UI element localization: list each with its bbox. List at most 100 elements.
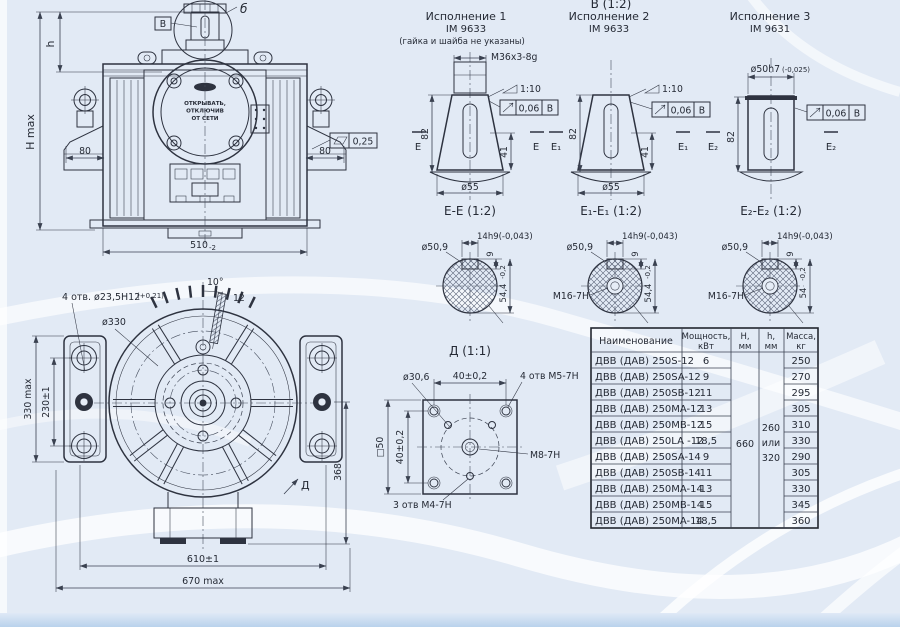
- row-mass: 295: [791, 388, 810, 399]
- brand-logo: [194, 82, 216, 92]
- row-power: 18,5: [695, 516, 717, 527]
- exec2-datum: В: [699, 106, 705, 117]
- exec2-dim82: 82: [568, 128, 579, 140]
- sec1-height-tol: -0,2: [499, 265, 507, 279]
- merged-h-value-3: 320: [762, 453, 780, 464]
- execution-3-view: Исполнение 3 IM 9631 ø50h7 (-0,025) 0,06…: [706, 10, 866, 218]
- sec3-thread: М16-7Н: [708, 291, 744, 302]
- merged-h-value-2: или: [762, 438, 780, 449]
- flatness-value: 0,25: [353, 137, 374, 148]
- flange-square: □50: [375, 437, 386, 458]
- spec-table: Наименование Мощность, кВт Н, мм h, мм М…: [590, 327, 819, 529]
- row-name: ДВВ (ДАВ) 250SA-12: [595, 372, 701, 383]
- plate-right: [299, 335, 343, 463]
- exec2-im: IM 9633: [589, 24, 629, 35]
- sec1-depth: 9: [486, 251, 496, 256]
- flange-view: Д (1:1) ø30,6 40±0,2 4 отв М5-7Н □50 40±…: [375, 344, 579, 511]
- exec1-datum: В: [547, 104, 553, 115]
- col-header-mass-2: кг: [796, 342, 806, 352]
- taper-icon: [643, 84, 660, 94]
- wheel-angle: 10°: [207, 277, 223, 288]
- exec1-taper: 1:10: [520, 84, 541, 95]
- flange-40v: 40±0,2: [395, 430, 406, 464]
- dim-80-left: 80: [79, 146, 91, 157]
- flange-title: Д (1:1): [449, 344, 491, 358]
- exec2-mark-left: E₁: [551, 142, 561, 153]
- wheel-230: 230±1: [41, 386, 52, 418]
- flange-holes3: 3 отв М4-7Н: [393, 500, 452, 511]
- sec3-depth: 9: [786, 251, 796, 256]
- wheel-view: 10° 12 4 отв.: [23, 277, 351, 592]
- sec1-height: 54,4: [499, 284, 509, 303]
- row-name: ДВВ (ДАВ) 250MB-14: [595, 500, 703, 511]
- dim-510-tol: -2: [209, 244, 216, 252]
- row-mass: 305: [791, 404, 810, 415]
- exec1-dim41: 41: [499, 146, 510, 158]
- callout-label-b: б: [240, 2, 248, 16]
- row-mass: 360: [791, 516, 810, 527]
- shaft-section-2: ø50,9 14h9(-0,043) 9 54,4 -0,2 М16-7Н: [553, 232, 678, 324]
- row-name: ДВВ (ДАВ) 250SB-14: [595, 468, 701, 479]
- flange-center-thread: М8-7Н: [530, 450, 560, 461]
- eye-bolt-right: [307, 86, 335, 128]
- col-header-H-2: мм: [739, 342, 752, 352]
- wheel-368: 368: [333, 463, 344, 481]
- col-header-h-2: мм: [765, 342, 778, 352]
- wheel-holes: 4 отв. ø23,5H12: [62, 292, 140, 303]
- taper-icon: [501, 84, 518, 94]
- row-power: 9: [703, 372, 709, 383]
- sec3-height: 54: [799, 288, 809, 299]
- exec3-dim82: 82: [726, 131, 737, 143]
- foot-right: [306, 125, 347, 171]
- exec2-dia: ø55: [602, 182, 620, 193]
- exec1-im: IM 9633: [446, 24, 486, 35]
- dim-80-right: 80: [319, 146, 331, 157]
- sec2-height-tol: -0,2: [644, 265, 652, 279]
- dim-h: h: [44, 40, 57, 47]
- cover-warning-line3: ОТ СЕТИ: [192, 116, 219, 122]
- wheel-610: 610±1: [187, 554, 219, 565]
- row-power: 15: [700, 420, 713, 431]
- col-header-power-1: Мощность,: [682, 332, 731, 342]
- row-power: 13: [700, 484, 713, 495]
- sec1-key: 14h9(-0,043): [477, 232, 533, 242]
- front-view: ОТКРЫВАТЬ, ОТКЛЮЧИВ ОТ СЕТИ б В: [24, 0, 378, 256]
- exec2-runout: 0,06: [671, 106, 692, 117]
- exec1-dim82: 82: [420, 128, 431, 140]
- exec3-datum: В: [854, 109, 860, 120]
- exec2-title: Исполнение 2: [569, 10, 650, 23]
- wheel-dia330: ø330: [102, 317, 126, 328]
- wheel-330max: 330 max: [23, 378, 34, 419]
- exec1-title: Исполнение 1: [426, 10, 507, 23]
- wheel-670: 670 max: [182, 576, 224, 587]
- wheel-view-label: Д: [301, 479, 310, 492]
- row-power: 13: [700, 404, 713, 415]
- row-mass: 305: [791, 468, 810, 479]
- row-mass: 330: [791, 436, 810, 447]
- wheel-dim12: 12: [233, 293, 245, 304]
- flange-dia: ø30,6: [403, 372, 429, 383]
- row-name: ДВВ (ДАВ) 250MA-14: [595, 516, 703, 527]
- row-name: ДВВ (ДАВ) 250SB-12: [595, 388, 701, 399]
- exec2-dim41: 41: [640, 146, 651, 158]
- spokes: [113, 324, 293, 485]
- exec1-dia: ø55: [461, 182, 479, 193]
- row-name: ДВВ (ДАВ) 250LA -12: [595, 436, 703, 447]
- sec3-height-tol: -0,2: [799, 267, 807, 281]
- exec1-section-label: E-E (1:2): [444, 204, 496, 218]
- row-power: 11: [700, 468, 713, 479]
- row-name: ДВВ (ДАВ) 250MB-12: [595, 420, 703, 431]
- col-header-h-1: h,: [767, 332, 775, 342]
- execution-2-view: Исполнение 2 IM 9633 1:10 0,06 В 82 41 ø…: [549, 10, 711, 218]
- row-name: ДВВ (ДАВ) 250MA-12: [595, 404, 703, 415]
- exec3-section-label: E₂-E₂ (1:2): [740, 204, 802, 218]
- exec3-runout: 0,06: [826, 109, 847, 120]
- exec1-runout: 0,06: [519, 104, 540, 115]
- datum-b-frame: [154, 16, 172, 31]
- sec1-dia: ø50,9: [422, 242, 448, 253]
- datum-b-label: В: [160, 19, 166, 30]
- sec2-dia: ø50,9: [567, 242, 593, 253]
- col-header-H-1: Н,: [740, 332, 749, 342]
